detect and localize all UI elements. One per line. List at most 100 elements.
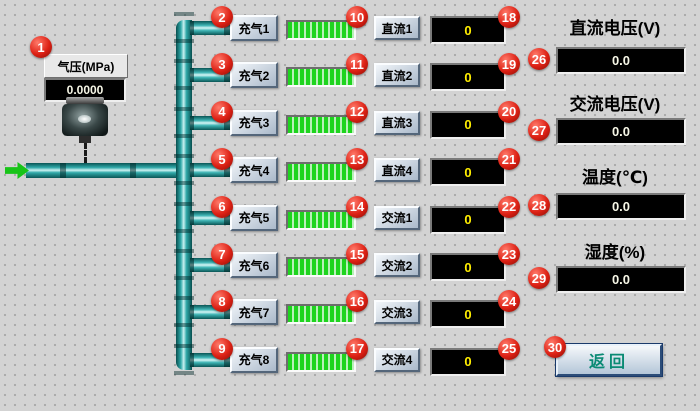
callout-badge: 15 [346,243,368,265]
pipe-joint [174,106,194,111]
pipe-joint [174,249,194,253]
pipe-joint [174,201,194,206]
pipe-joint [174,154,194,159]
pump-icon-neck [79,136,91,143]
pipe-joint [174,133,194,138]
callout-badge: 6 [211,195,233,218]
charge-button[interactable]: 充气1 [230,15,278,41]
pipe-joint [174,323,194,328]
pressure-label: 气压(MPa) [44,54,128,78]
output-button[interactable]: 交流3 [374,300,420,325]
level-bar [286,304,356,325]
pump-icon [62,104,108,136]
charge-button[interactable]: 充气6 [230,252,278,278]
callout-badge: 18 [498,6,520,28]
callout-badge-1: 1 [30,36,52,58]
value-display: 0 [430,300,506,329]
value-display: 0 [430,347,506,376]
pipe-joint [174,39,194,43]
channel-row: 4 充气3 12 直流3 0 20 [0,99,700,147]
callout-badge: 4 [211,100,233,123]
level-bar [286,67,356,88]
level-bar [286,257,356,277]
level-bar [286,20,356,40]
callout-badge: 16 [346,290,368,313]
pump-icon-cap [66,97,104,104]
callout-badge-29: 29 [528,267,550,289]
output-button[interactable]: 交流4 [374,347,420,372]
dc-voltage-display: 0.0 [556,47,686,74]
pump-probe-line [84,143,87,163]
humidity-display: 0.0 [556,266,686,293]
output-button[interactable]: 直流2 [374,63,420,88]
charge-button[interactable]: 充气3 [230,109,278,136]
callout-badge: 13 [346,148,368,171]
pipe-joint [174,343,194,348]
output-button[interactable]: 交流1 [374,205,420,230]
level-bar [286,209,356,230]
channel-row: 8 充气7 16 交流3 0 24 [0,288,700,336]
pipe-joint [174,370,194,375]
callout-badge-28: 28 [528,194,550,216]
callout-badge: 20 [498,100,520,123]
dc-voltage-label: 直流电压(V) [569,19,661,38]
ac-voltage-label: 交流电压(V) [569,95,661,114]
level-bar [286,114,356,135]
value-display: 0 [430,16,506,44]
value-display: 0 [430,253,506,281]
output-button[interactable]: 直流1 [374,16,420,40]
charge-button[interactable]: 充气8 [230,346,278,373]
temperature-label: 温度(℃) [582,168,648,187]
callout-badge: 12 [346,100,368,123]
callout-badge: 14 [346,195,368,218]
pipe-joint [174,181,194,186]
callout-badge: 25 [498,337,520,360]
value-display: 0 [430,158,506,187]
value-display: 0 [430,63,506,92]
channel-row: 6 充气5 14 交流1 0 22 [0,194,700,242]
callout-badge: 22 [498,195,520,218]
charge-button[interactable]: 充气2 [230,62,278,89]
channel-row: 2 充气1 10 直流1 0 18 [0,4,700,52]
pipe-joint [174,228,194,233]
output-button[interactable]: 交流2 [374,253,420,277]
pipe-joint [174,59,194,64]
callout-badge: 11 [346,53,368,76]
callout-badge: 10 [346,6,368,28]
pipe-joint [174,12,194,16]
main-inlet-pipe [26,163,178,178]
callout-badge: 2 [211,6,233,28]
callout-badge: 23 [498,243,520,265]
callout-badge: 24 [498,290,520,313]
charge-button[interactable]: 充气4 [230,157,278,184]
callout-badge-30: 30 [544,336,566,358]
callout-badge: 5 [211,148,233,171]
vertical-manifold-pipe [176,20,192,370]
callout-badge: 3 [211,53,233,76]
callout-badge-27: 27 [528,119,550,141]
level-bar [286,351,356,372]
value-display: 0 [430,110,506,139]
output-button[interactable]: 直流4 [374,158,420,183]
pipe-joint [174,296,194,301]
output-button[interactable]: 直流3 [374,110,420,135]
value-display: 0 [430,205,506,234]
callout-badge: 17 [346,337,368,360]
pipe-joint [174,86,194,91]
channel-row: 7 充气6 15 交流2 0 23 [0,241,700,289]
callout-badge-26: 26 [528,48,550,70]
charge-button[interactable]: 充气7 [230,299,278,326]
callout-badge: 8 [211,290,233,313]
callout-badge: 9 [211,337,233,360]
level-bar [286,162,356,183]
channel-row: 9 充气8 17 交流4 0 25 [0,336,700,384]
channel-row: 5 充气4 13 直流4 0 21 [0,146,700,194]
return-button[interactable]: 返回 [556,344,662,376]
temperature-display: 0.0 [556,193,686,220]
channel-row: 3 充气2 11 直流2 0 19 [0,51,700,99]
callout-badge: 19 [498,53,520,76]
pipe-joint [174,276,194,280]
charge-button[interactable]: 充气5 [230,204,278,231]
ac-voltage-display: 0.0 [556,118,686,145]
